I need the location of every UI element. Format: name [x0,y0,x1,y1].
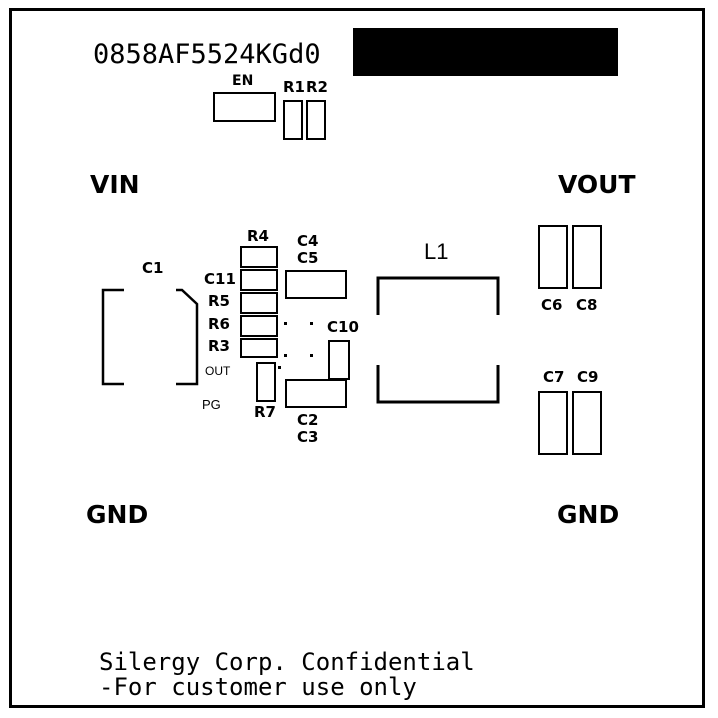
r5-pad [240,292,278,314]
c8-pad [572,225,602,289]
confidential-notice-line1: Silergy Corp. Confidential [99,648,475,676]
r3-pad [240,338,278,358]
c1-outline [101,288,124,386]
c7-pad [538,391,568,455]
r6-label: R6 [208,315,230,333]
c6-label: C6 [541,296,563,314]
redacted-block [353,28,618,76]
c8-label: C8 [576,296,598,314]
l1-outline-top [376,276,500,315]
c6-pad [538,225,568,289]
c9-label: C9 [577,368,599,386]
r7-label: R7 [254,403,276,421]
c10-label: C10 [327,318,359,336]
r7-pad [256,362,276,402]
l1-outline-bottom [376,365,500,404]
r5-label: R5 [208,292,230,310]
r1-pad [283,100,303,140]
vin-terminal-label: VIN [90,170,140,199]
c5-label: C5 [297,249,319,267]
c11-pad [240,269,278,291]
c9-pad [572,391,602,455]
ic-pin-marks [278,322,313,369]
en-pad [213,92,276,122]
gnd-left-terminal-label: GND [86,500,149,529]
c4-label: C4 [297,232,319,250]
l1-label: L1 [424,239,449,264]
r3-label: R3 [208,337,230,355]
c11-label: C11 [204,270,236,288]
r6-pad [240,315,278,337]
pg-pin-label: PG [202,397,221,412]
r4-label: R4 [247,227,269,245]
r4-pad [240,246,278,268]
part-code-label: 0858AF5524KGd0 [93,39,321,70]
c2-label: C2 [297,411,319,429]
c3-label: C3 [297,428,319,446]
c7-label: C7 [543,368,565,386]
r1-label: R1 [283,78,305,96]
c1-outline-right [176,288,199,386]
out-pin-label: OUT [205,364,231,378]
c2-c3-pad [285,379,347,408]
confidential-notice-line2: -For customer use only [99,673,417,701]
r2-pad [306,100,326,140]
pcb-board-outline [9,8,705,708]
gnd-right-terminal-label: GND [557,500,620,529]
c4-c5-pad [285,270,347,299]
en-label: EN [232,73,254,89]
vout-terminal-label: VOUT [558,170,636,199]
c1-label: C1 [142,259,164,277]
r2-label: R2 [306,78,328,96]
